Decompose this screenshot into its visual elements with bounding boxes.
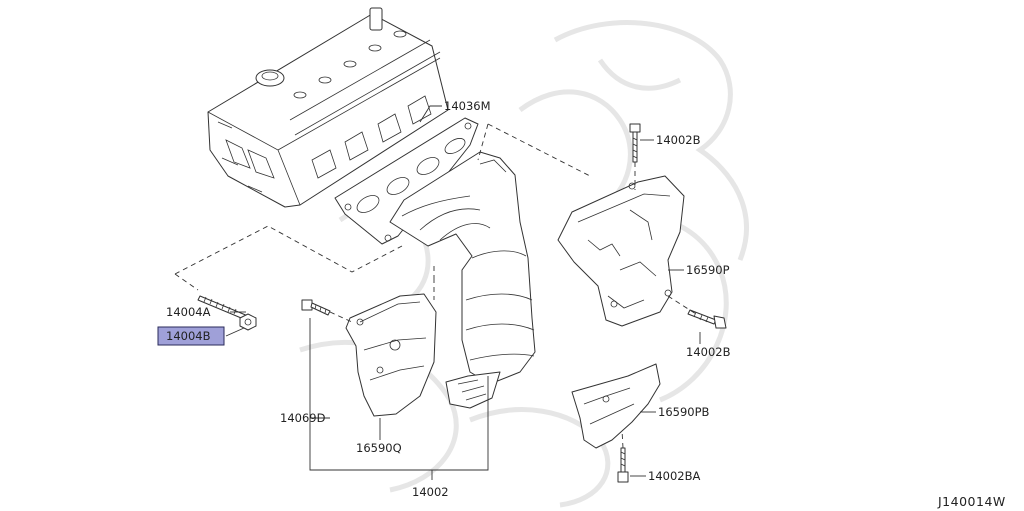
part-highlight-box <box>157 326 225 346</box>
diagram-code: J140014W <box>937 494 1006 509</box>
label-14069D[interactable]: 14069D <box>280 411 326 425</box>
label-14002B-top[interactable]: 14002B <box>656 133 701 147</box>
label-14036M[interactable]: 14036M <box>444 99 491 113</box>
label-14002BA[interactable]: 14002BA <box>648 469 700 483</box>
assembly-dashed-lines <box>174 123 697 449</box>
heat-insulator-lower <box>571 363 661 449</box>
bolt-14069D <box>301 299 331 316</box>
hex-nut <box>239 313 257 331</box>
label-16590P[interactable]: 16590P <box>686 263 730 277</box>
label-14002B-bottom[interactable]: 14002B <box>686 345 731 359</box>
label-14002[interactable]: 14002 <box>412 485 449 499</box>
exhaust-manifold-catalyst <box>389 151 536 409</box>
leader-lines <box>225 105 701 480</box>
label-16590Q[interactable]: 16590Q <box>356 441 402 455</box>
bolt-14002B-top <box>629 123 641 163</box>
heat-insulator-front <box>345 293 437 417</box>
heat-insulator-upper <box>557 175 685 327</box>
label-14004B[interactable]: 14004B <box>166 329 211 343</box>
label-14004A[interactable]: 14004A <box>166 305 211 319</box>
cylinder-head <box>207 7 449 208</box>
bolt-14002BA <box>617 447 629 483</box>
bolt-14002B-bottom <box>687 309 727 329</box>
label-16590PB[interactable]: 16590PB <box>658 405 710 419</box>
